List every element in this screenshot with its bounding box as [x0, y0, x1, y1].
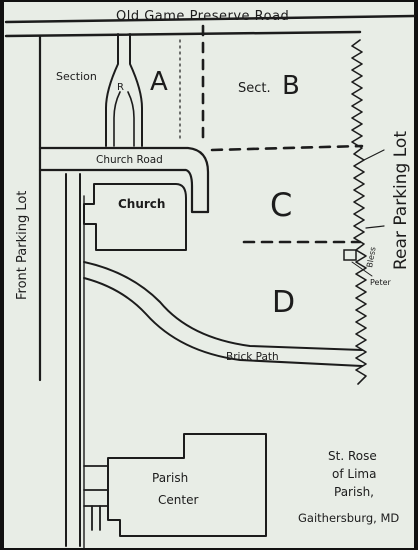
parish-center-building — [107, 433, 267, 537]
brick-path-bottom — [83, 277, 363, 367]
driveway-inner-right — [127, 91, 135, 147]
section-d-letter: D — [272, 285, 295, 320]
section-b-prefix: Sect. — [238, 81, 271, 96]
caption-line-4: Gaithersburg, MD — [298, 511, 399, 525]
church-road-top — [38, 146, 210, 214]
rear-lot-label: Rear Parking Lot — [391, 131, 411, 270]
hedge-branch-1 — [363, 149, 385, 161]
road-top-edge — [4, 14, 416, 24]
section-a-prefix: Section — [56, 70, 97, 83]
caption-line-2: of Lima — [332, 467, 376, 481]
section-b-letter: B — [282, 71, 300, 101]
road-top-inner-edge — [4, 30, 362, 38]
caption-line-3: Parish, — [334, 485, 374, 499]
brick-path-top — [83, 261, 363, 351]
peter-pointer — [351, 261, 373, 277]
rear-lot-hedge — [351, 39, 367, 385]
caption-line-1: St. Rose — [328, 449, 377, 463]
section-c-letter: C — [270, 186, 292, 224]
hedge-branch-2 — [365, 225, 385, 229]
driveway-inner-left — [113, 91, 121, 147]
divider-b-c — [210, 144, 364, 152]
section-a-driveway-right — [129, 33, 143, 147]
top-road-label: Old Game Preserve Road — [116, 9, 289, 24]
peter-label: Peter — [370, 278, 392, 287]
church-label: Church — [118, 197, 165, 211]
peter-marker — [343, 249, 357, 261]
church-road-label: Church Road — [96, 154, 163, 166]
bless-label: Bless — [365, 246, 378, 268]
parish-center-annex — [91, 505, 101, 531]
parish-center-label-1: Parish — [152, 471, 188, 485]
parish-center-connector — [83, 465, 109, 507]
section-a-letter: A — [150, 67, 168, 97]
front-lot-label: Front Parking Lot — [15, 191, 30, 300]
brick-path-label: Brick Path — [226, 351, 279, 363]
section-a-driveway — [105, 33, 119, 147]
church-road-bottom — [38, 168, 210, 214]
driveway-mark: R — [117, 82, 124, 93]
paper-background — [4, 2, 414, 548]
parish-center-label-2: Center — [158, 493, 198, 507]
